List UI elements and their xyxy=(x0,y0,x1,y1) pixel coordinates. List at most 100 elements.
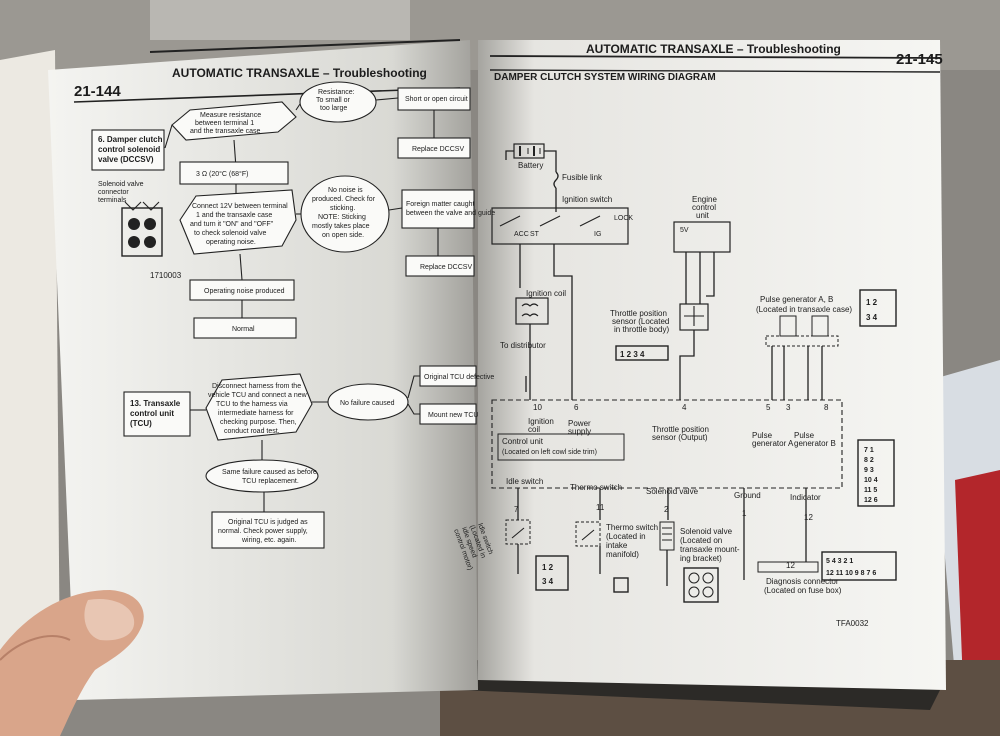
dccsv-title-line2: control solenoid xyxy=(98,145,160,154)
solenoid-loc-line4: ing bracket) xyxy=(680,554,722,563)
disconnect-line6: conduct road test. xyxy=(224,428,280,435)
pin-10: 10 xyxy=(533,403,542,412)
solenoid-loc-line2: (Located on xyxy=(680,536,722,545)
hand xyxy=(0,590,144,736)
ecu-label-line3: unit xyxy=(696,211,710,220)
dccsv-title-line3: valve (DCCSV) xyxy=(98,155,154,164)
connect12v-line3: and turn it "ON" and "OFF" xyxy=(190,221,274,228)
pin-8: 8 xyxy=(824,403,829,412)
thermo-loc-line1: Thermo switch xyxy=(606,523,658,532)
pulse-a-line2: generator A xyxy=(752,439,794,448)
no-noise-line2: produced. Check for xyxy=(312,196,376,203)
thermo-switch-label: Thermo switch xyxy=(570,483,622,492)
ecu-label-line2: control xyxy=(692,203,716,212)
connect12v-line4: to check solenoid valve xyxy=(194,230,266,237)
pulse-gen-label-line1: Pulse generator A, B xyxy=(760,295,833,304)
no-noise-line4: NOTE: Sticking xyxy=(318,214,366,221)
solenoid-loc-line1: Solenoid valve xyxy=(680,527,733,536)
no-noise-line3: sticking. xyxy=(330,205,355,212)
thermo-loc-line2: (Located in xyxy=(606,532,646,541)
control-unit-box xyxy=(491,399,843,489)
disconnect-line5: checking purpose. Then, xyxy=(220,419,297,426)
connector-caption-line1: Solenoid valve xyxy=(98,181,144,188)
solenoid-connector-icon xyxy=(121,201,163,257)
diag-connector-pin-icon: 5 4 3 2 1 12 11 10 9 8 7 6 xyxy=(821,551,897,581)
svg-text:1 2: 1 2 xyxy=(866,298,878,307)
right-page-header: AUTOMATIC TRANSAXLE – Troubleshooting xyxy=(586,42,841,56)
ignition-switch-label: Ignition switch xyxy=(562,195,612,204)
disconnect-line4: intermediate harness for xyxy=(218,410,294,417)
control-unit-line1: Control unit xyxy=(502,437,544,446)
normal-result: Normal xyxy=(232,326,255,333)
diag-connector-line1: Diagnosis connector xyxy=(766,577,839,586)
no-noise-line5: mostly takes place xyxy=(312,223,370,230)
fusible-link-symbol xyxy=(553,171,559,189)
no-noise-line6: on open side. xyxy=(322,232,364,239)
tps-output-line2: sensor (Output) xyxy=(652,433,708,442)
disconnect-line1: Disconnect harness from the xyxy=(212,383,301,390)
diag-connector-line2: (Located on fuse box) xyxy=(764,586,842,595)
right-page xyxy=(478,40,946,690)
right-page-content: AUTOMATIC TRANSAXLE – Troubleshooting 21… xyxy=(452,42,943,628)
control-unit-line2: (Located on left cowl side trim) xyxy=(502,449,597,456)
thermo-connector-icon xyxy=(613,577,629,593)
connect12v-line5: operating noise. xyxy=(206,239,256,246)
svg-text:3 4: 3 4 xyxy=(866,313,878,322)
ignition-coil-label: Ignition coil xyxy=(526,289,566,298)
connector-caption-line3: terminals xyxy=(98,197,127,204)
ohm-spec: 3 Ω (20°C (68°F) xyxy=(196,170,248,178)
thermo-loc-line3: intake xyxy=(606,541,628,550)
dccsv-title-line1: 6. Damper clutch xyxy=(98,135,163,144)
pin-4: 4 xyxy=(682,403,687,412)
left-page-header: AUTOMATIC TRANSAXLE – Troubleshooting xyxy=(172,66,427,80)
pin-2: 2 xyxy=(664,505,669,514)
pin-7: 7 xyxy=(514,505,519,514)
pulse-b-line1: Pulse xyxy=(794,431,815,440)
mount-new-tcu: Mount new TCU xyxy=(428,412,478,419)
pin-12b: 12 xyxy=(786,561,795,570)
pulse-gen-label-line2: (Located in transaxle case) xyxy=(756,305,852,314)
pulse-a-line1: Pulse xyxy=(752,431,773,440)
pulse-gen-b-coil xyxy=(811,315,829,337)
control-unit-connector-icon: 7 1 8 2 9 3 10 4 11 5 12 6 xyxy=(857,439,895,507)
short-open-circuit: Short or open circuit xyxy=(405,96,468,103)
measure-line1: Measure resistance xyxy=(200,112,261,119)
idle-switch-connector-icon: 1 2 3 4 xyxy=(535,555,569,591)
connect12v-line2: 1 and the transaxle case xyxy=(196,212,272,219)
foreign-matter-line2: between the valve and guide xyxy=(406,210,495,217)
tps-pins: 1 2 3 4 xyxy=(620,350,645,359)
resistance-line1: Resistance: xyxy=(318,89,355,96)
no-failure: No failure caused xyxy=(340,400,395,407)
resistance-line2: To small or xyxy=(316,97,351,104)
tps-output-line1: Throttle position xyxy=(652,425,709,434)
tps-connector xyxy=(615,345,669,361)
svg-text:5 4 3 2 1: 5 4 3 2 1 xyxy=(826,558,853,565)
original-normal-line3: wiring, etc. again. xyxy=(241,537,297,544)
svg-text:9 3: 9 3 xyxy=(864,467,874,474)
solenoid-connector-right-icon xyxy=(683,567,719,603)
original-tcu-defective: Original TCU defective xyxy=(424,374,494,381)
tcu-title-line2: control unit xyxy=(130,409,174,418)
ignition-switch-box xyxy=(491,207,629,245)
idle-switch-label: Idle switch xyxy=(506,477,543,486)
same-failure-line1: Same failure caused as before xyxy=(222,469,317,476)
battery-label: Battery xyxy=(518,161,543,170)
pulse-gen-connector-icon: 1 2 3 4 xyxy=(859,289,897,327)
fusible-link-label: Fusible link xyxy=(562,173,603,182)
measure-line2: between terminal 1 xyxy=(195,120,254,127)
original-normal-line1: Original TCU is judged as xyxy=(228,519,308,526)
svg-text:1 2: 1 2 xyxy=(542,563,554,572)
acc-label: ACC xyxy=(514,231,529,238)
left-figure-code: 1710003 xyxy=(150,271,182,280)
thermo-switch-symbol xyxy=(575,521,601,547)
ignition-coil-symbol xyxy=(515,297,549,325)
svg-text:3 4: 3 4 xyxy=(542,577,554,586)
right-page-number: 21-145 xyxy=(896,51,943,68)
same-failure-line2: TCU replacement. xyxy=(242,478,299,485)
right-figure-code: TFA0032 xyxy=(836,619,869,628)
ground-label: Ground xyxy=(734,491,761,500)
svg-text:7 1: 7 1 xyxy=(864,447,874,454)
ig-label: IG xyxy=(594,231,601,238)
diagram-title: DAMPER CLUTCH SYSTEM WIRING DIAGRAM xyxy=(494,72,716,83)
engine-ecu-box xyxy=(673,221,731,253)
